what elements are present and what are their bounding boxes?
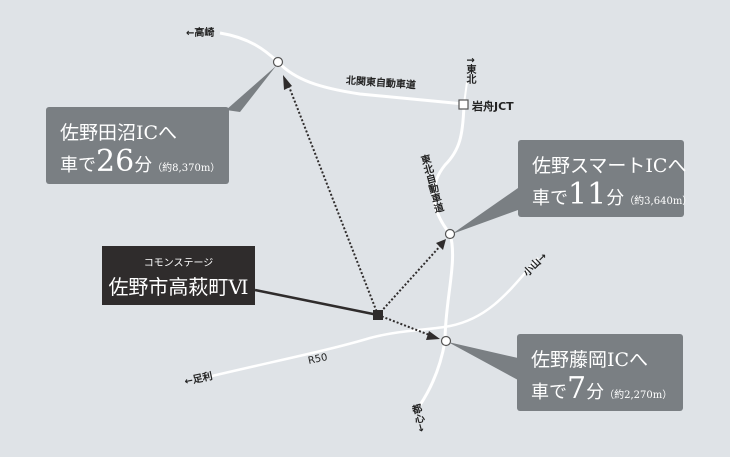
property-series: コモンステージ <box>143 258 214 269</box>
property-leader <box>254 288 379 317</box>
jct-marker <box>458 99 469 110</box>
callout-smart-ic: 佐野スマートICへ 車で11分（約3,640m） <box>518 140 692 217</box>
property-label: コモンステージ 佐野市高萩町Ⅵ <box>102 246 255 305</box>
route-smart <box>377 243 443 316</box>
callout-tail-smart <box>452 188 518 234</box>
label-iwafune-jct: 岩舟JCT <box>472 100 514 113</box>
callout-tanuma-ic: 佐野田沼ICへ 車で26分（約8,370m） <box>46 107 229 184</box>
destination-name: 佐野田沼ICへ <box>60 122 178 144</box>
arrow-head-icon <box>283 75 292 90</box>
unit: 分 <box>586 382 605 403</box>
minutes: 7 <box>567 371 587 406</box>
property-marker <box>373 310 383 320</box>
prefix: 車で <box>531 382 567 403</box>
label-takasaki: ←高崎 <box>186 28 215 39</box>
distance: （約8,370m） <box>152 163 221 174</box>
road-tohoku <box>418 103 466 406</box>
prefix: 車で <box>532 188 568 209</box>
callout-fujioka-ic: 佐野藤岡ICへ 車で7分（約2,270m） <box>517 334 683 411</box>
road-kitakanto <box>219 31 465 106</box>
road-r50 <box>211 257 539 378</box>
route-fujioka <box>377 314 433 337</box>
destination-name: 佐野藤岡ICへ <box>531 349 649 371</box>
minutes: 26 <box>96 144 135 179</box>
unit: 分 <box>134 155 153 176</box>
arrow-head-icon <box>426 331 440 340</box>
distance: （約3,640m） <box>624 196 693 207</box>
unit: 分 <box>606 188 625 209</box>
destination-name: 佐野スマートICへ <box>532 155 687 177</box>
minutes: 11 <box>568 177 607 212</box>
ic-tanuma-marker <box>272 56 284 68</box>
property-name: 佐野市高萩町Ⅵ <box>108 275 249 299</box>
distance: （約2,270m） <box>604 390 673 401</box>
prefix: 車で <box>60 155 96 176</box>
ic-smart-marker <box>444 228 456 240</box>
label-tohoku-dir: ↑東北 <box>464 56 475 85</box>
callout-tail-fujioka <box>448 342 518 380</box>
route-tanuma <box>287 83 379 316</box>
arrow-head-icon <box>436 239 446 250</box>
ic-fujioka-marker <box>440 335 452 347</box>
callout-tail-tanuma <box>226 66 276 112</box>
